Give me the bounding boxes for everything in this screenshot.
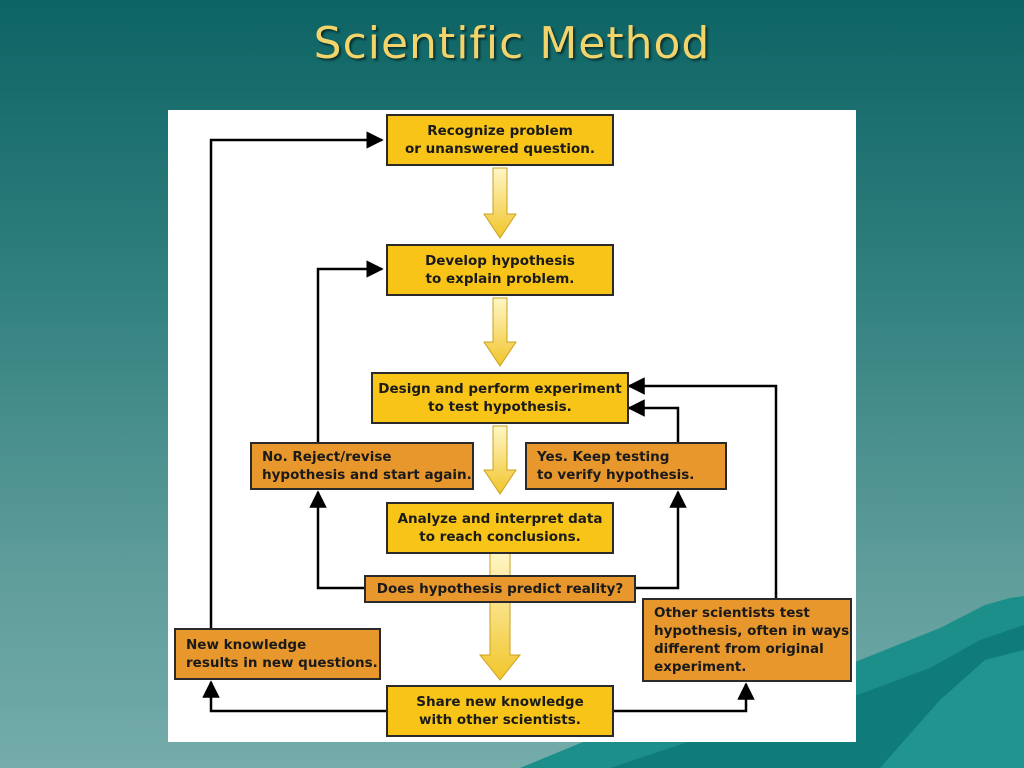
keep-testing-box: Yes. Keep testing to verify hypothesis. xyxy=(525,442,727,490)
flowchart-panel: Recognize problem or unanswered question… xyxy=(168,110,856,742)
other-scientists-box: Other scientists test hypothesis, often … xyxy=(642,598,852,682)
loop-share-to-other-scientists xyxy=(614,682,755,713)
loop-predict-to-keep-testing xyxy=(635,490,687,590)
loop-predict-to-reject xyxy=(309,490,364,590)
new-knowledge-box: New knowledge results in new questions. xyxy=(174,628,381,680)
flow-arrow-2 xyxy=(483,297,517,367)
slide-title: Scientific Method xyxy=(313,18,711,69)
reject-revise-box: No. Reject/revise hypothesis and start a… xyxy=(250,442,474,490)
loop-other-scientists-to-design xyxy=(627,377,778,598)
analyze-data-box: Analyze and interpret data to reach conc… xyxy=(386,502,614,554)
share-knowledge-box: Share new knowledge with other scientist… xyxy=(386,685,614,737)
loop-share-to-new-knowledge xyxy=(202,680,386,713)
loop-new-knowledge-to-recognize xyxy=(209,131,384,630)
loop-reject-to-develop xyxy=(316,260,384,442)
flow-arrow-1 xyxy=(483,167,517,239)
predict-reality-box: Does hypothesis predict reality? xyxy=(364,575,636,603)
recognize-problem-box: Recognize problem or unanswered question… xyxy=(386,114,614,166)
design-experiment-box: Design and perform experiment to test hy… xyxy=(371,372,629,424)
develop-hypothesis-box: Develop hypothesis to explain problem. xyxy=(386,244,614,296)
loop-keep-testing-to-design xyxy=(627,399,680,442)
flow-arrow-4 xyxy=(478,551,522,681)
flow-arrow-3 xyxy=(483,425,517,495)
